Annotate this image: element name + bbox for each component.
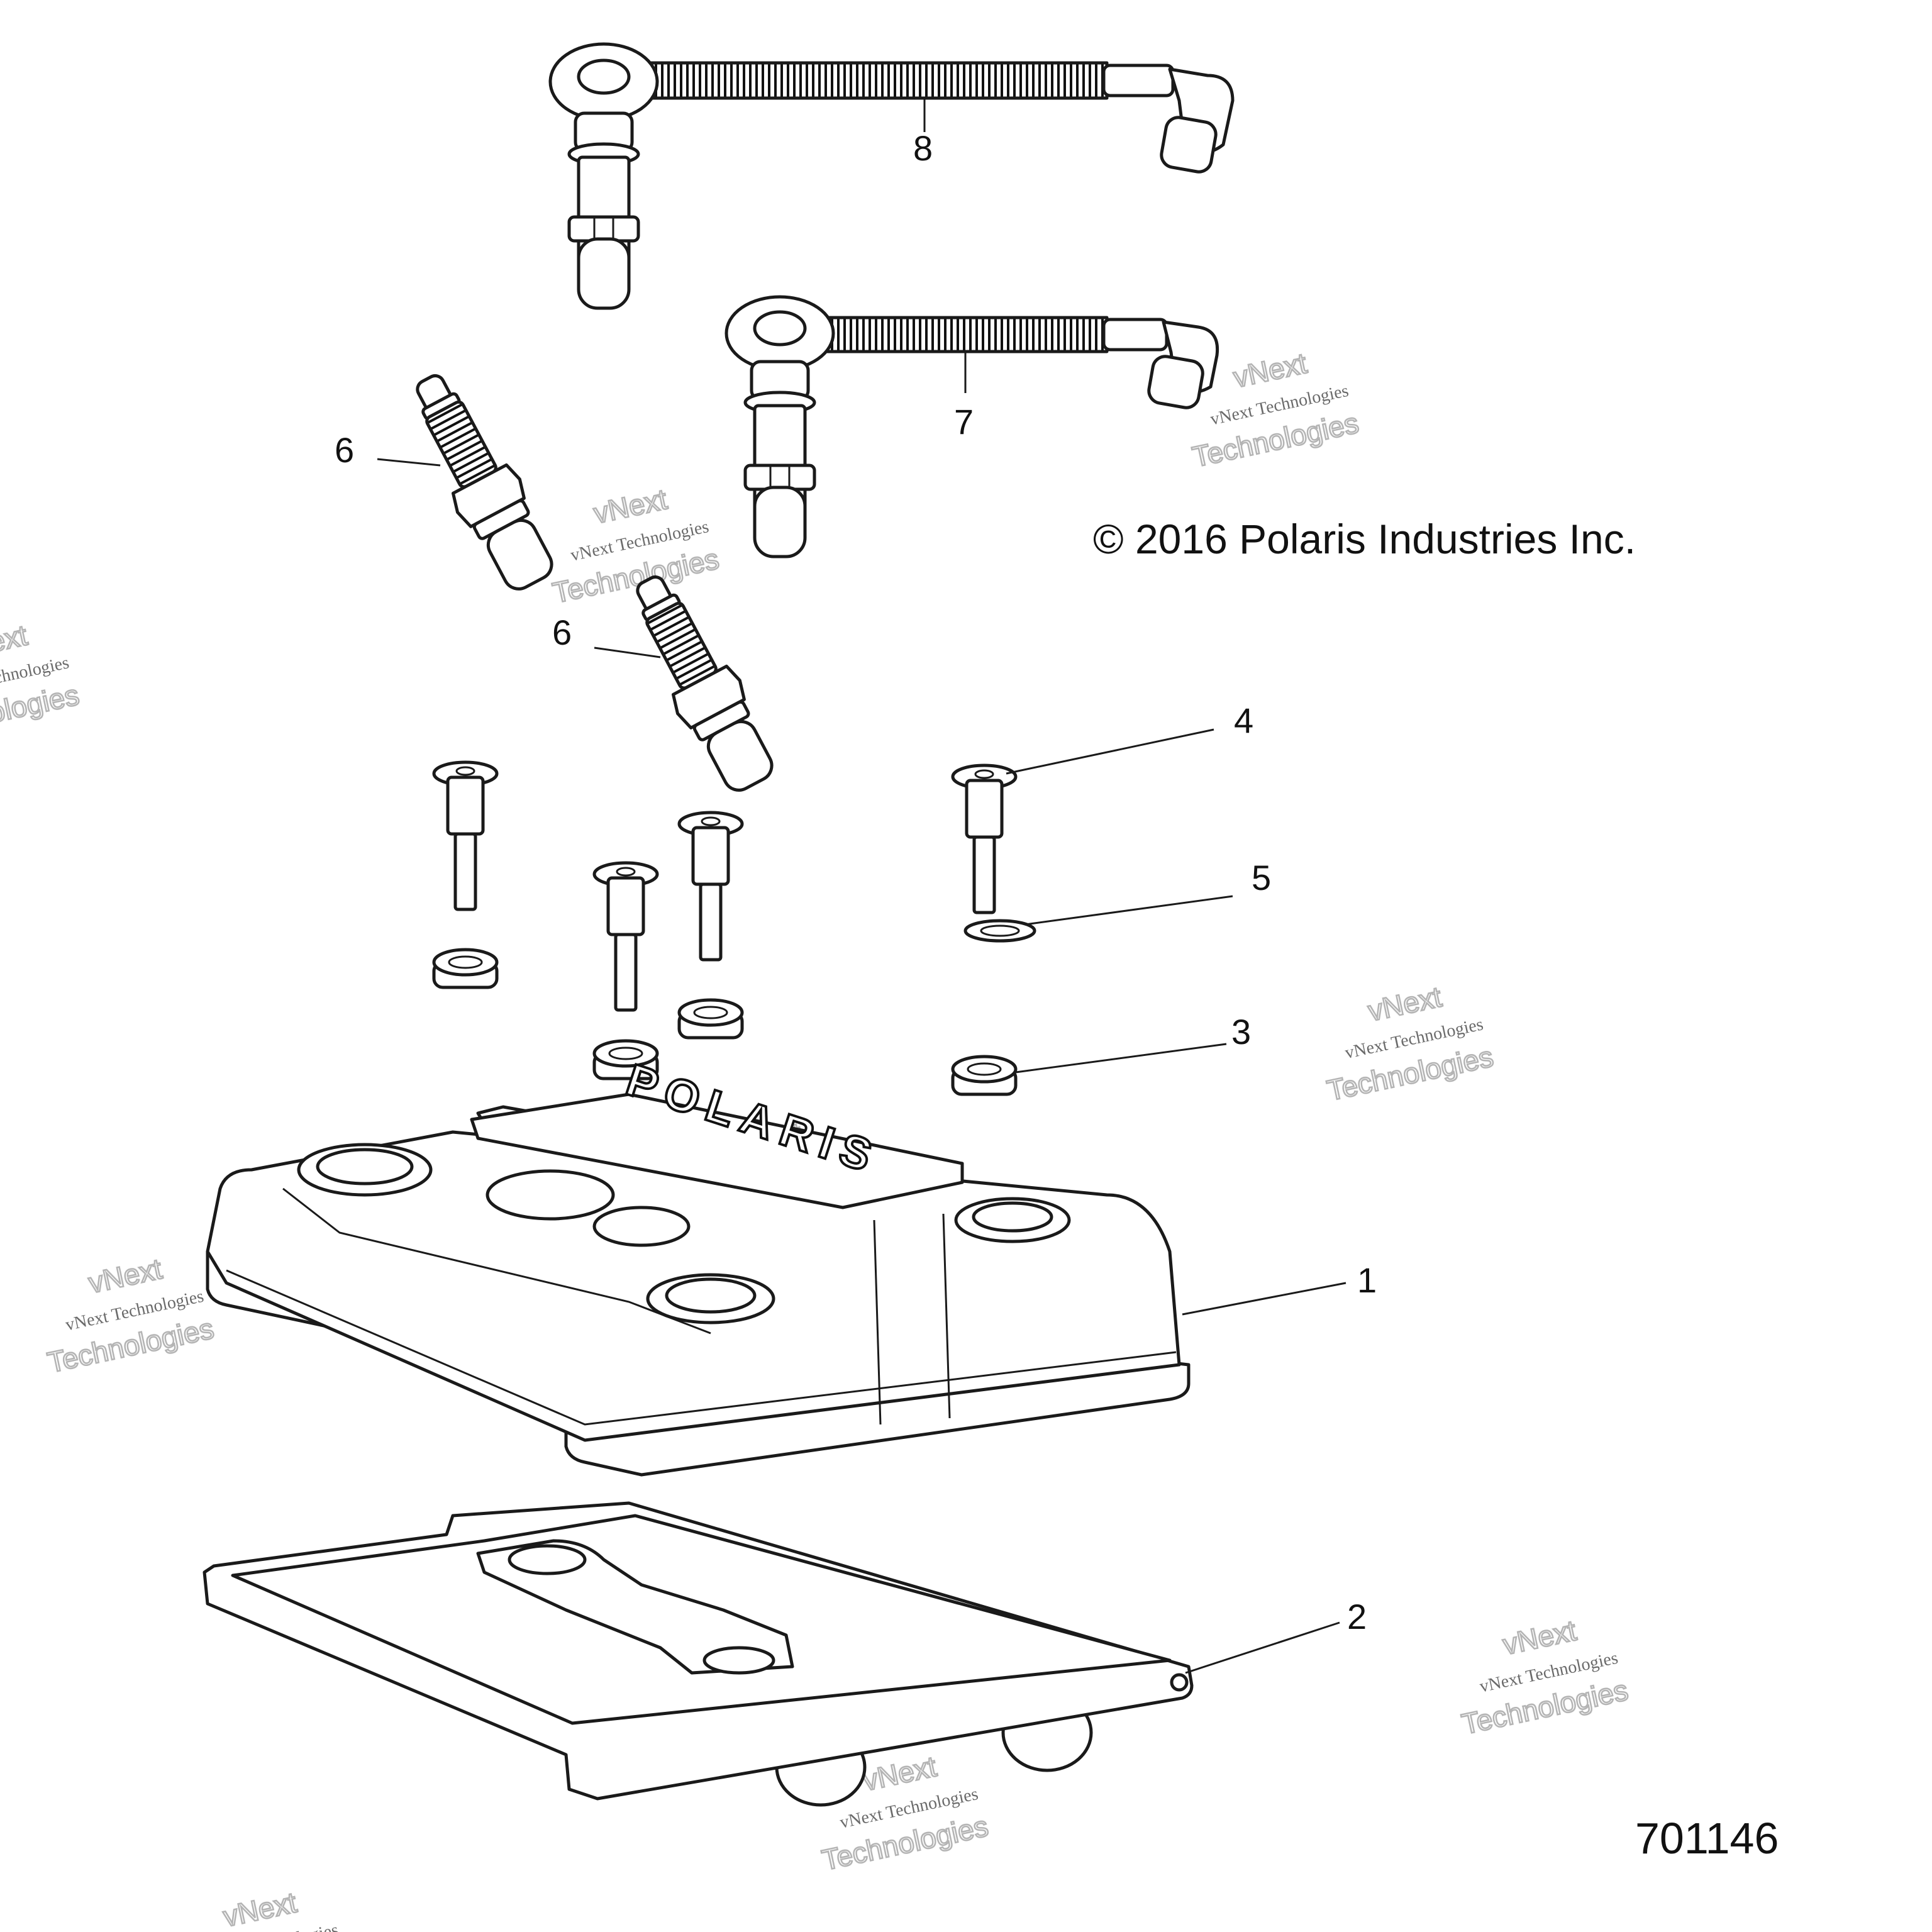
watermark-big-text: Technologies (0, 678, 82, 745)
watermark: vNext vNext Technologies Technologies (1323, 979, 1497, 1108)
callout-6: 6 (552, 613, 572, 652)
watermark: vNext vNext Technologies Technologies (44, 1252, 218, 1380)
cover-bolt (432, 760, 499, 911)
valve-cover: POLARIS (206, 1053, 1191, 1477)
leader-2 (1185, 1621, 1340, 1674)
watermark-brand: vNext (1500, 1614, 1579, 1661)
callout-1: 1 (1357, 1260, 1377, 1300)
grommet (592, 1039, 659, 1080)
callout-8: 8 (913, 128, 933, 168)
copyright-notice: © 2016 Polaris Industries Inc. (1093, 516, 1636, 562)
watermark-brand: vNext (220, 1885, 299, 1932)
leader-3 (1015, 1043, 1227, 1074)
leader-1 (1182, 1282, 1346, 1316)
watermark-brand: vNext (860, 1750, 940, 1797)
callout-6: 6 (335, 430, 354, 470)
ignition-coil-long (548, 42, 1235, 310)
callout-7: 7 (954, 402, 974, 441)
ignition-coil-short (724, 295, 1219, 558)
watermark-brand: vNext (0, 618, 30, 665)
leader-6b (594, 647, 661, 658)
cover-bolt (677, 811, 744, 962)
leader-5 (1024, 895, 1233, 926)
grommet (432, 948, 499, 989)
spark-plug-lower (636, 575, 774, 792)
callout-3: 3 (1231, 1012, 1251, 1052)
spark-plug-upper (416, 374, 553, 591)
watermark-brand: vNext (86, 1252, 165, 1299)
callout-2: 2 (1347, 1597, 1367, 1636)
leader-6a (377, 458, 441, 467)
leader-4 (1006, 728, 1214, 775)
watermark: vNext vNext Technologies Technologies (549, 482, 723, 610)
watermark-brand: vNext (591, 482, 670, 530)
cover-bolt (592, 861, 659, 1012)
watermark: vNext vNext Technologies Technologies (0, 618, 83, 746)
grommet (951, 1055, 1018, 1096)
watermark-brand: vNext (1365, 980, 1445, 1027)
callout-4: 4 (1234, 701, 1253, 740)
callout-5: 5 (1252, 858, 1271, 897)
watermark: vNext vNext Technologies Technologies (1458, 1613, 1631, 1741)
grommet (677, 998, 744, 1040)
washer (963, 919, 1036, 943)
valve-cover-gasket (203, 1501, 1194, 1807)
cover-bolt (951, 763, 1018, 914)
figure-number: 701146 (1635, 1814, 1779, 1863)
watermark: vNext vNext Technologies Technologies (199, 1885, 340, 1932)
watermark-brand: vNext (1231, 347, 1310, 394)
